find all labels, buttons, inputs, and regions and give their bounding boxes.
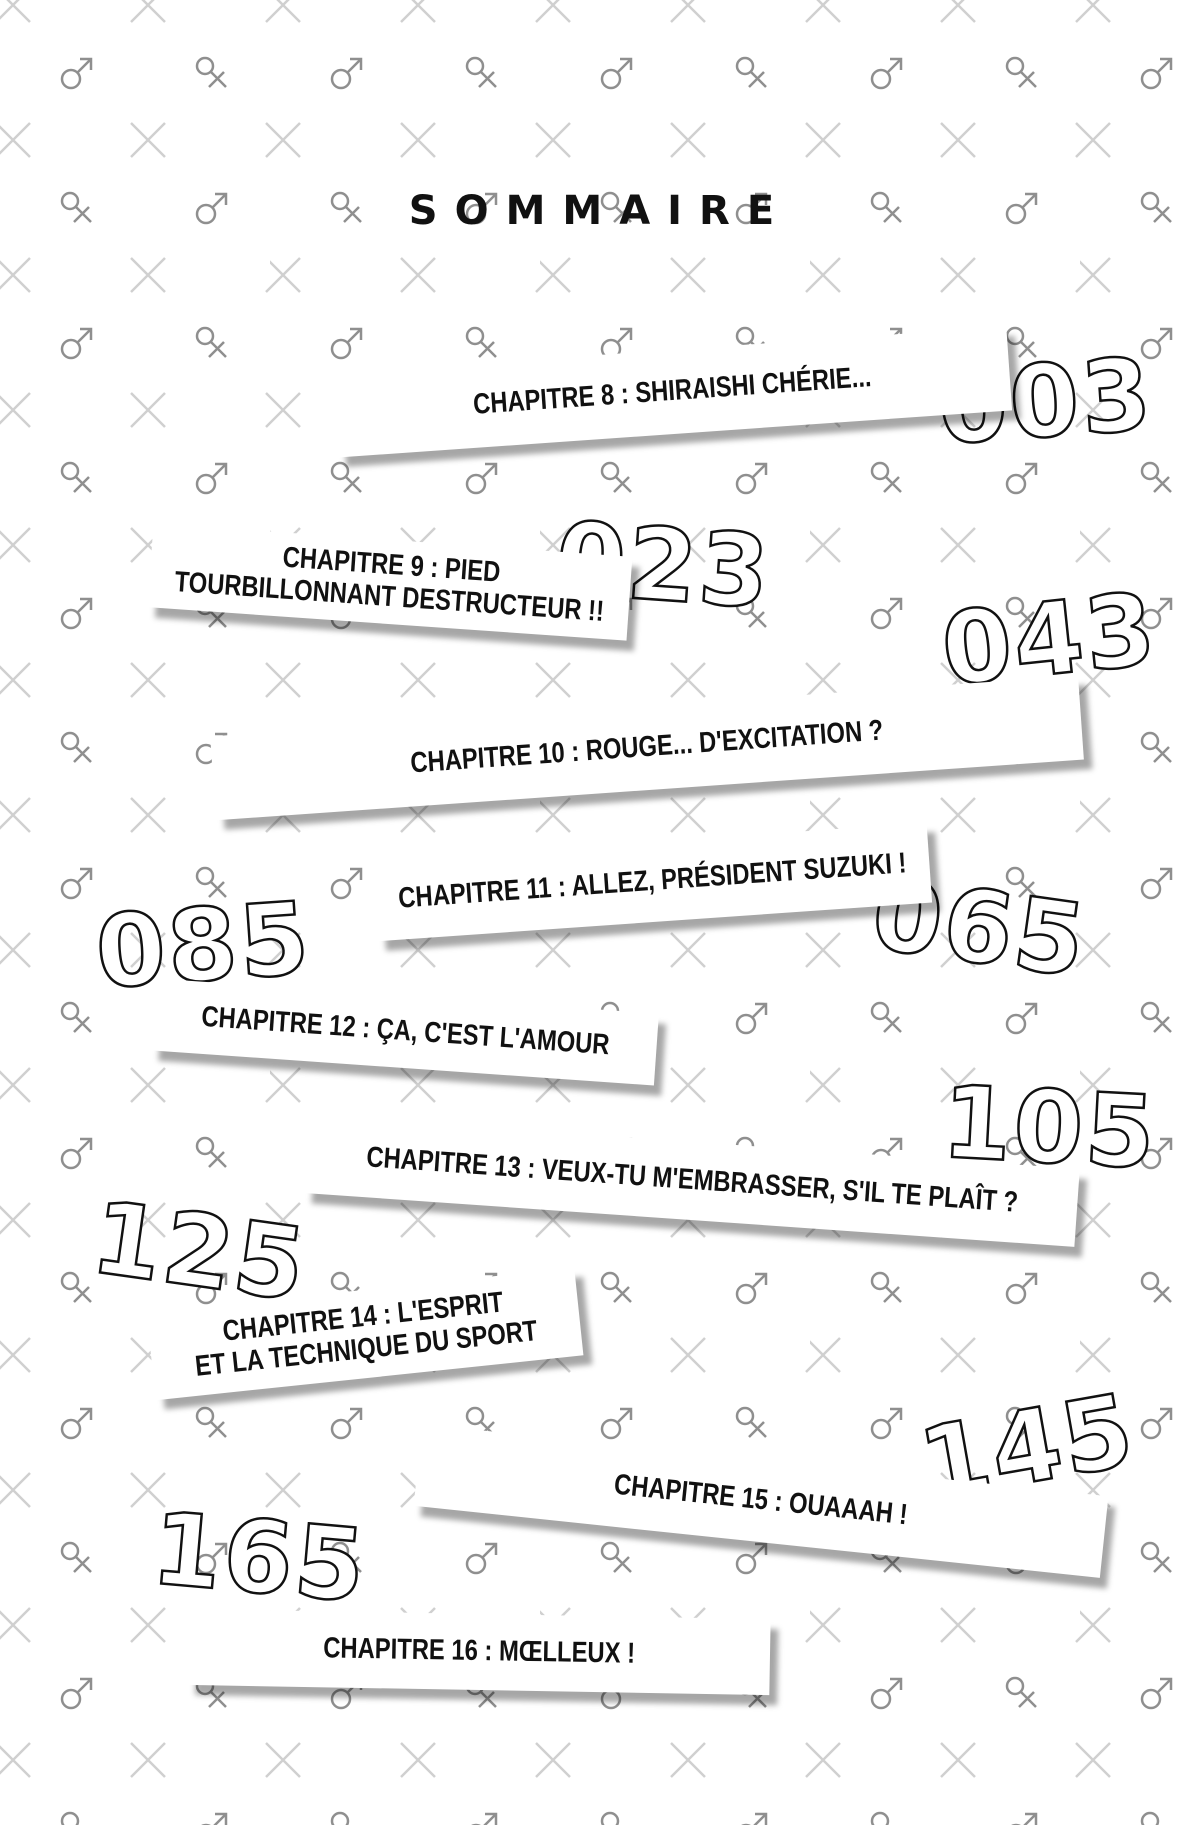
chapter-label: CHAPITRE 10 : ROUGE... D'EXCITATION ? xyxy=(409,714,885,780)
chapter-label: CHAPITRE 16 : MŒLLEUX ! xyxy=(322,1632,636,1670)
chapter-label: CHAPITRE 11 : ALLEZ, PRÉSIDENT SUZUKI ! xyxy=(396,847,907,915)
chapter-label: CHAPITRE 12 : ÇA, C'EST L'AMOUR xyxy=(199,1000,611,1062)
page-title: SOMMAIRE xyxy=(408,188,792,234)
page-number-125: 125 xyxy=(84,1177,315,1325)
page-number-165: 165 xyxy=(146,1489,373,1627)
chapter-label: CHAPITRE 15 : OUAAAH ! xyxy=(612,1468,910,1532)
chapter-16-entry[interactable]: CHAPITRE 16 : MŒLLEUX ! xyxy=(187,1608,771,1696)
chapter-label: CHAPITRE 8 : SHIRAISHI CHÉRIE... xyxy=(471,361,873,421)
